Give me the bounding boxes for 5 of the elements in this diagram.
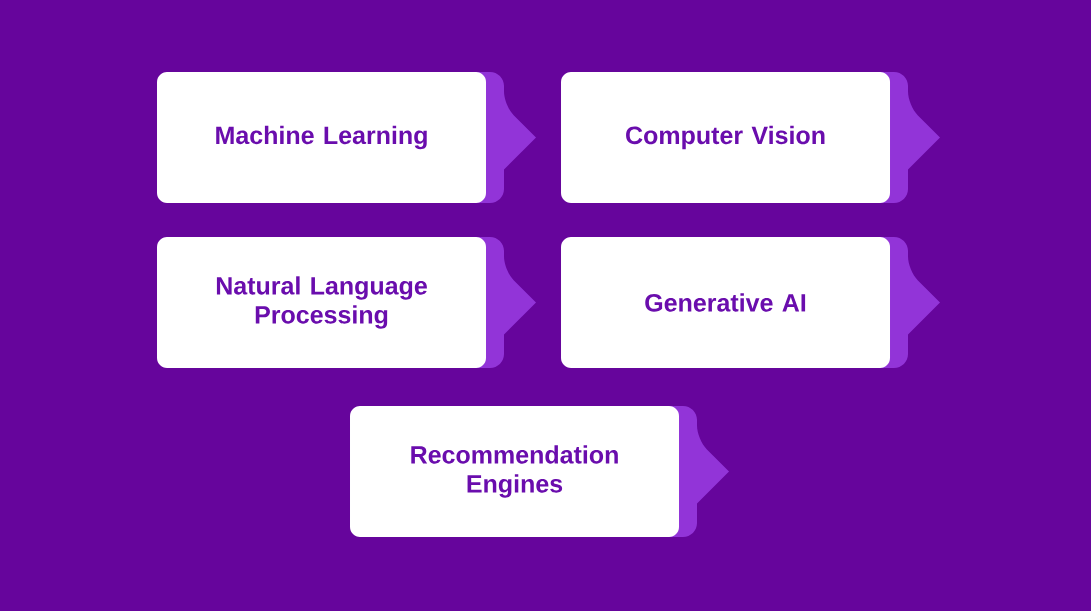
text-box: Machine Learning: [157, 72, 536, 203]
text-box: Generative AI: [561, 237, 940, 368]
text-box: Natural Language Processing: [157, 237, 536, 368]
text-box: Recommendation Engines: [350, 406, 729, 537]
text-box: Computer Vision: [561, 72, 940, 203]
